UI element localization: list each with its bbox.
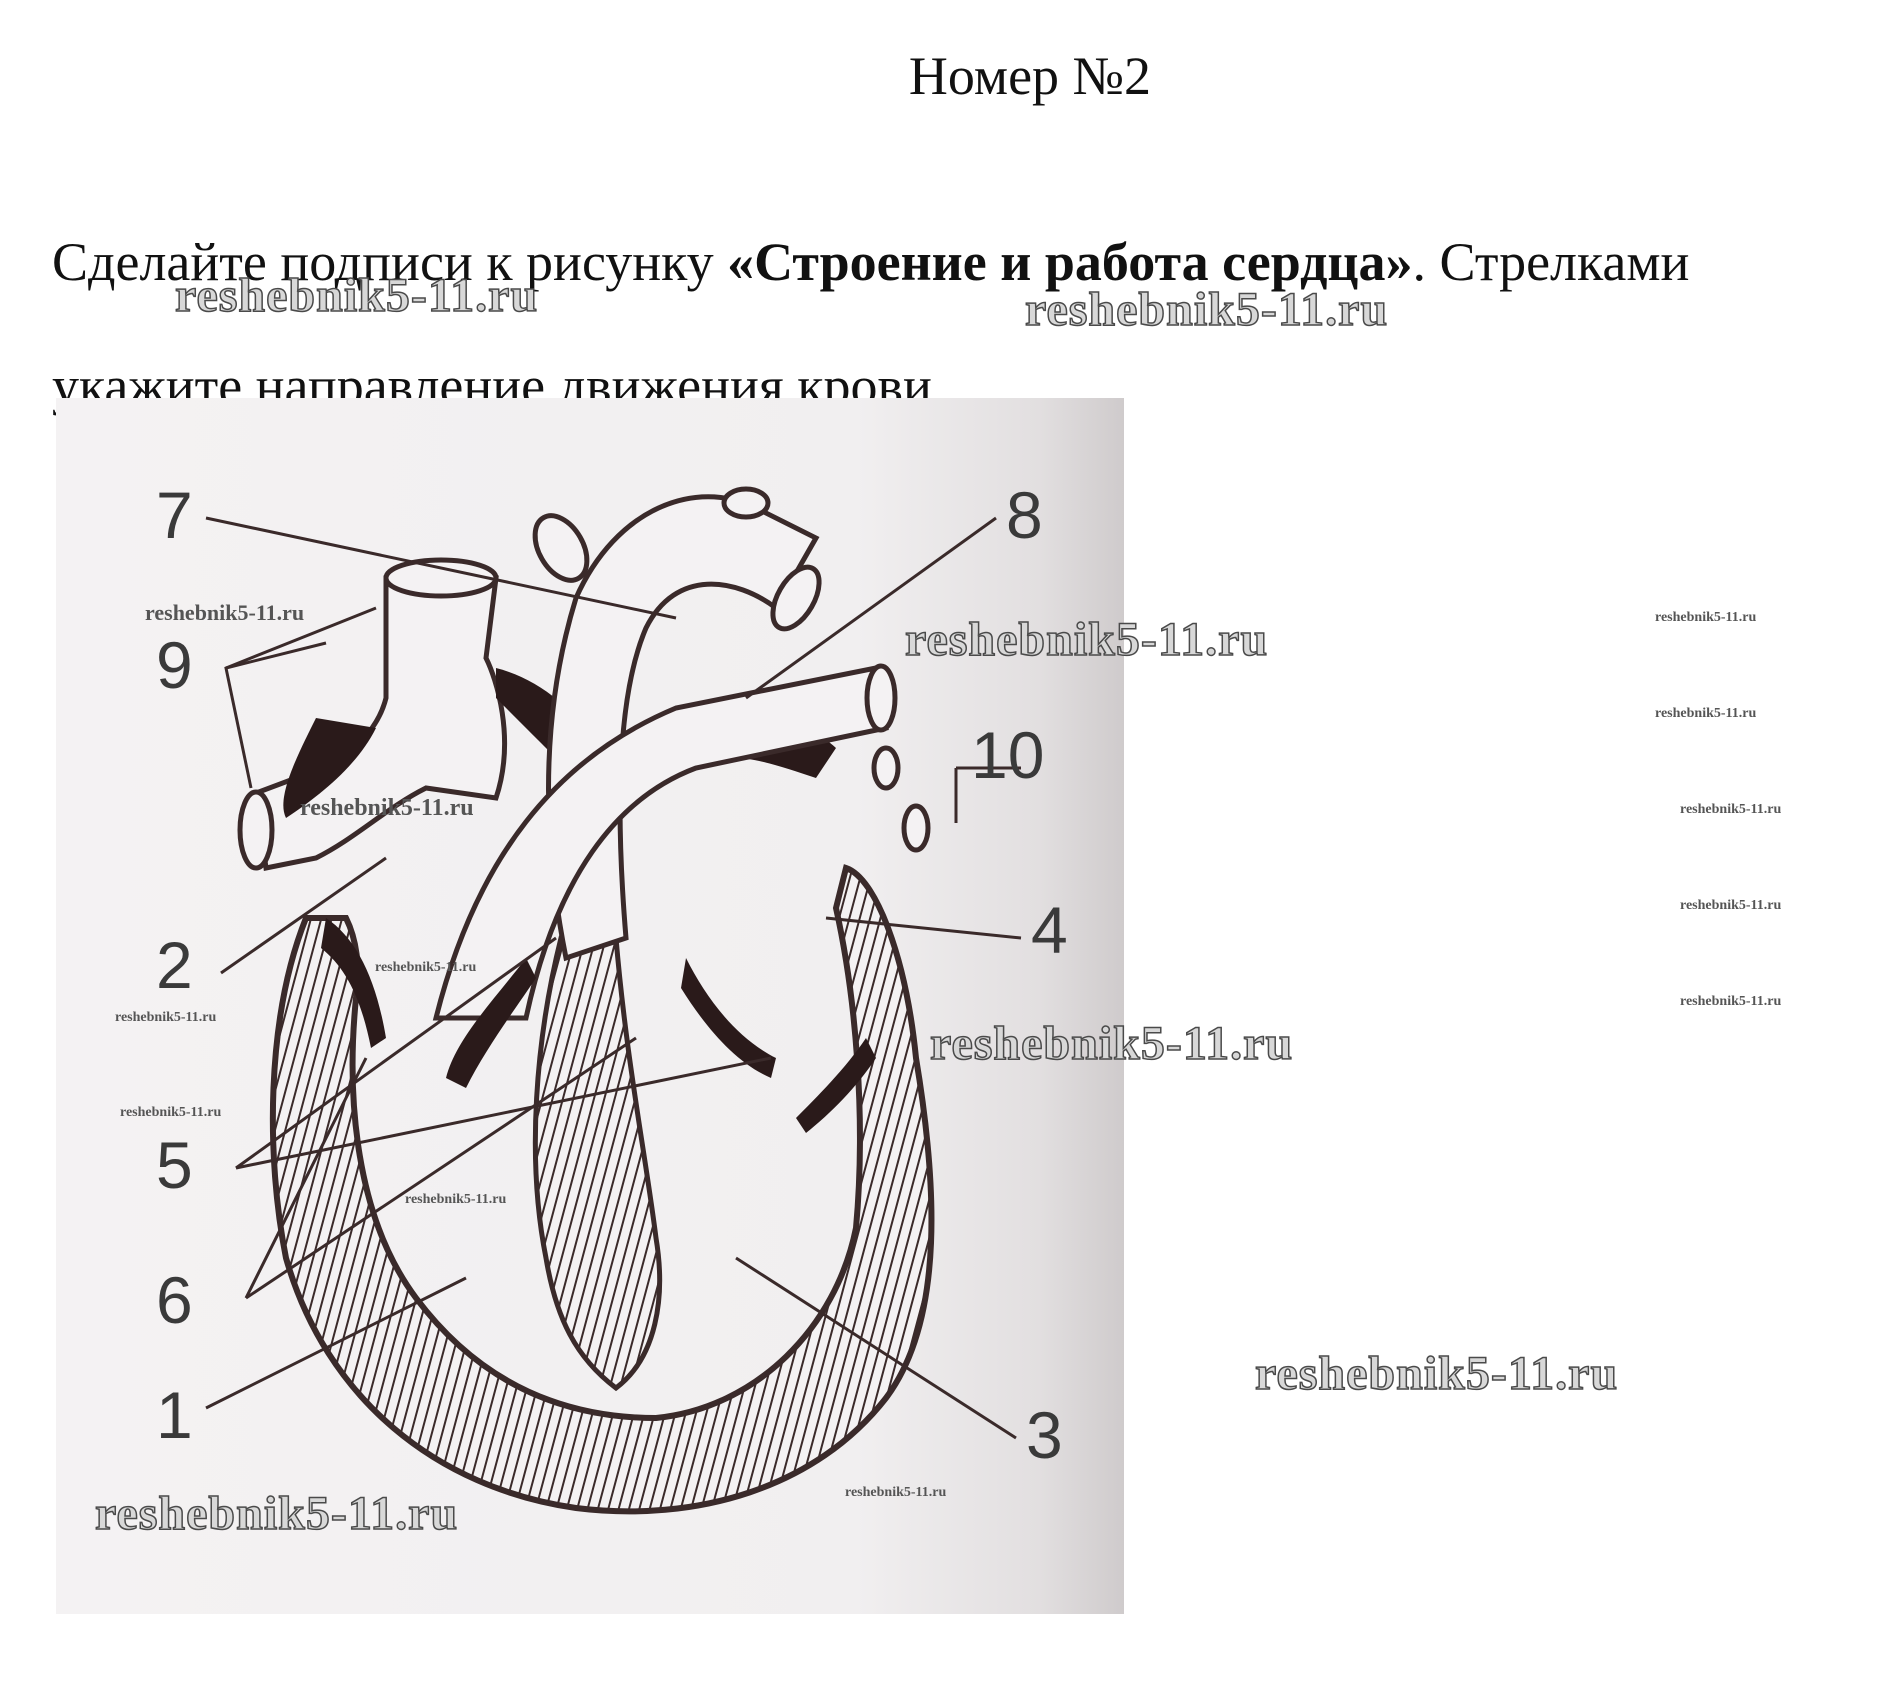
valve-cusp-1: [321, 918, 386, 1048]
watermark: reshebnik5-11.ru: [845, 1485, 947, 1500]
watermark: reshebnik5-11.ru: [1024, 282, 1389, 337]
label-4: 4: [1031, 893, 1068, 967]
aorta-branch-3: [770, 564, 822, 632]
watermark: reshebnik5-11.ru: [1680, 994, 1782, 1009]
pulmonary-vein-2: [901, 803, 931, 853]
heart-septum: [532, 935, 663, 1392]
heart-diagram: 7 8 9 10 2 4 5 6 1 3: [156, 478, 1068, 1515]
task-text-part1: Сделайте подписи к рисунку: [52, 232, 728, 292]
watermark: reshebnik5-11.ru: [1680, 898, 1782, 913]
label-6: 6: [156, 1263, 193, 1337]
valve-dark-left: [283, 718, 376, 818]
label-10: 10: [971, 718, 1044, 792]
aorta-branch-2: [721, 486, 771, 520]
valve-cusp-2: [446, 958, 536, 1088]
page-title: Номер №2: [908, 46, 1152, 106]
watermark: reshebnik5-11.ru: [120, 1105, 222, 1120]
label-3: 3: [1026, 1398, 1063, 1472]
watermark: reshebnik5-11.ru: [300, 795, 474, 821]
watermark: reshebnik5-11.ru: [375, 960, 477, 975]
pulmonary-trunk-opening: [864, 663, 898, 733]
vena-cava-opening: [383, 557, 499, 599]
label-2: 2: [156, 928, 193, 1002]
vena-cava-side-opening: [237, 789, 275, 871]
watermark: reshebnik5-11.ru: [1655, 610, 1757, 625]
aorta-branch-1: [532, 513, 590, 583]
watermark: reshebnik5-11.ru: [115, 1010, 217, 1025]
leader-lines: [205, 516, 1022, 1440]
watermark: reshebnik5-11.ru: [904, 612, 1269, 667]
watermark: reshebnik5-11.ru: [174, 268, 539, 323]
watermark: reshebnik5-11.ru: [94, 1486, 459, 1541]
label-5: 5: [156, 1128, 193, 1202]
valve-cusp-3: [681, 958, 776, 1078]
label-9: 9: [156, 628, 193, 702]
watermark: reshebnik5-11.ru: [145, 600, 305, 625]
pulmonary-vein-1: [871, 745, 901, 791]
figure-labels: 7 8 9 10 2 4 5 6 1 3: [156, 478, 1068, 1472]
watermark: reshebnik5-11.ru: [929, 1016, 1294, 1071]
label-8: 8: [1006, 478, 1043, 552]
heart-muscle-wall: [269, 864, 935, 1515]
watermark: reshebnik5-11.ru: [1655, 706, 1757, 721]
valve-cusp-4: [796, 1038, 876, 1133]
heart-figure: 7 8 9 10 2 4 5 6 1 3: [56, 398, 1124, 1614]
watermark: reshebnik5-11.ru: [1254, 1346, 1619, 1401]
watermark: reshebnik5-11.ru: [405, 1192, 507, 1207]
task-figure-title: «Строение и работа сердца»: [727, 232, 1413, 292]
watermark: reshebnik5-11.ru: [1680, 802, 1782, 817]
label-7: 7: [156, 478, 193, 552]
label-1: 1: [156, 1378, 193, 1452]
